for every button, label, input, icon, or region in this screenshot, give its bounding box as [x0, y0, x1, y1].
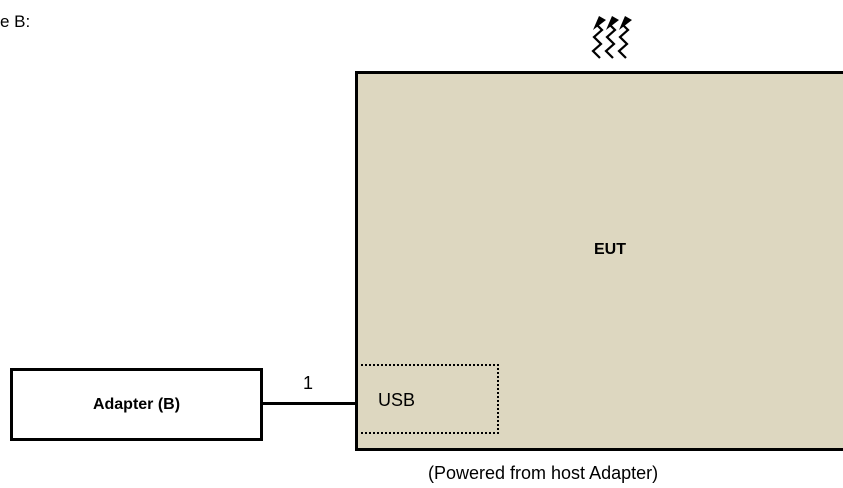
adapter-label: Adapter (B) — [92, 395, 181, 413]
eut-label: EUT — [594, 241, 626, 258]
cable-number-label: 1 — [303, 373, 314, 393]
usb-port-box — [356, 364, 499, 434]
cable-line — [263, 402, 356, 405]
power-caption: (Powered from host Adapter) — [428, 463, 659, 483]
figure-caption: e B: — [0, 12, 31, 31]
eut-box — [355, 71, 843, 451]
radiation-arrows-icon — [588, 10, 646, 60]
adapter-box: Adapter (B) — [10, 368, 263, 441]
usb-label: USB — [378, 390, 416, 410]
